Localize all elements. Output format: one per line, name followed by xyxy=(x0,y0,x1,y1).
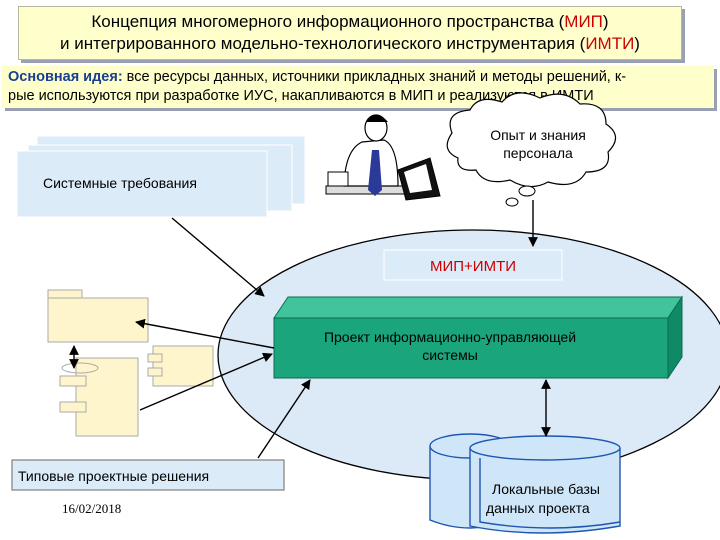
arrow-typical-to-project xyxy=(257,379,311,459)
typical-solutions-label: Типовые проектные решения xyxy=(18,468,209,484)
arrow-components-to-project xyxy=(139,352,273,411)
idea-line-1: Основная идея: все ресурсы данных, источ… xyxy=(8,69,627,85)
databases-label-line-1: Локальные базы xyxy=(492,481,600,497)
databases-label-line-2: данных проекта xyxy=(486,500,590,516)
requirements-cards xyxy=(16,136,305,218)
typical-solutions-box xyxy=(11,459,285,491)
arrow-requirements-to-ellipse xyxy=(171,217,265,297)
project-box xyxy=(273,295,683,380)
project-label-line-2: системы xyxy=(422,347,478,363)
title-line-1: Концепция многомерного информационного п… xyxy=(91,12,609,31)
database-cylinders xyxy=(429,433,621,534)
date-label: 16/02/2018 xyxy=(62,501,121,516)
mip-imti-box xyxy=(383,249,563,281)
thought-cloud-icon xyxy=(446,92,617,207)
mip-imti-label: МИП+ИМТИ xyxy=(430,258,516,275)
page-title: Концепция многомерного информационного п… xyxy=(18,6,682,60)
requirements-label: Системные требования xyxy=(43,175,197,191)
main-idea-box: Основная идея: все ресурсы данных, источ… xyxy=(2,66,714,108)
title-line-2: и интегрированного модельно-технологичес… xyxy=(60,34,640,53)
idea-line-2: рые используются при разработке ИУС, нак… xyxy=(8,88,594,104)
cloud-label-line-1: Опыт и знания xyxy=(490,127,586,143)
person-at-computer-icon xyxy=(325,114,441,201)
project-label-line-1: Проект информационно-управляющей xyxy=(324,329,576,345)
arrow-project-to-components xyxy=(135,318,275,349)
cloud-label-line-2: персонала xyxy=(503,145,573,161)
component-diagram-icon xyxy=(47,289,214,437)
